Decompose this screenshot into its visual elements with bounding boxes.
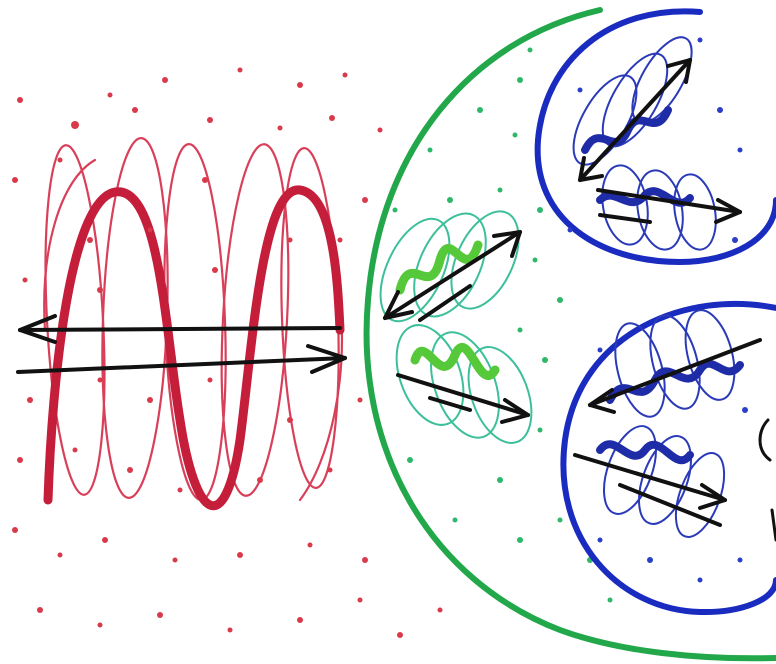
blue-top-arrows bbox=[578, 58, 742, 224]
edge-partial-mark bbox=[758, 418, 776, 542]
blue-circle-top-outline bbox=[534, 8, 776, 265]
blue-circle-bottom-outline bbox=[560, 300, 776, 616]
blue-dots bbox=[567, 37, 748, 583]
red-helix-loops bbox=[43, 137, 343, 502]
green-fill-waves bbox=[395, 240, 500, 380]
blue-bottom-loops bbox=[603, 309, 736, 538]
red-wave-group bbox=[12, 67, 443, 638]
green-region-group bbox=[363, 7, 776, 662]
red-dots bbox=[12, 67, 443, 638]
blue-bottom-fill bbox=[596, 359, 744, 465]
green-boundary-arc bbox=[363, 7, 776, 662]
green-region-arrows bbox=[383, 230, 530, 424]
red-wave-thick bbox=[43, 185, 345, 511]
blue-circle-bottom bbox=[560, 300, 776, 616]
blue-circle-top bbox=[534, 8, 776, 265]
red-wave-arrows bbox=[16, 314, 347, 374]
blue-bottom-arrows bbox=[573, 338, 762, 527]
green-loops bbox=[379, 210, 533, 444]
